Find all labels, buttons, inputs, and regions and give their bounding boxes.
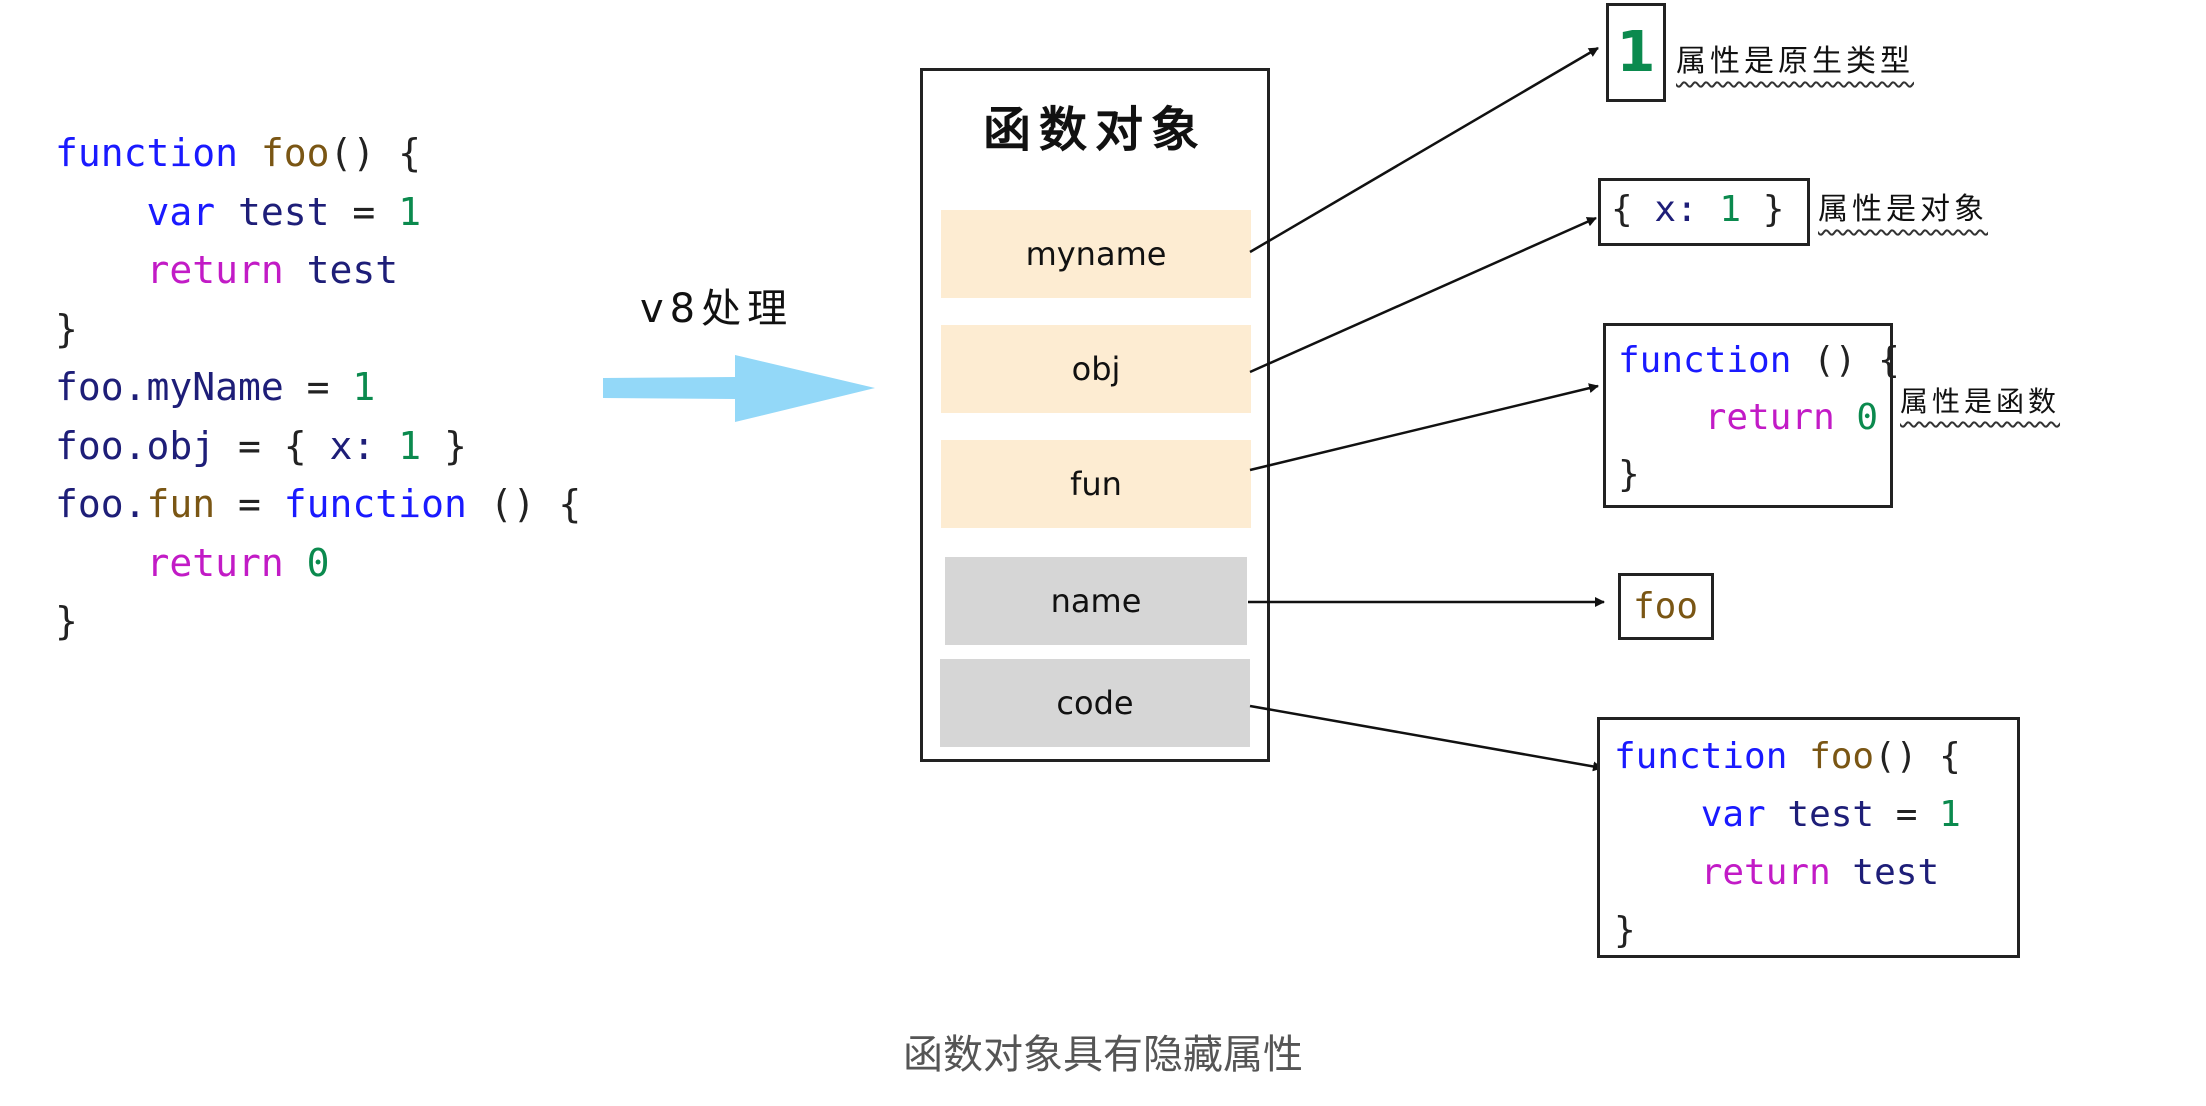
code-token: foo [260, 131, 330, 175]
code-line: } [55, 300, 581, 359]
code-token: 1 [398, 189, 422, 234]
code-token: foo [1809, 736, 1875, 777]
code-token: test [238, 189, 330, 234]
code-line: return test [55, 241, 581, 300]
source-code-block: function foo() { var test = 1 return tes… [55, 124, 581, 651]
code-token: foo.obj [55, 423, 216, 468]
property-obj: obj [941, 325, 1251, 413]
value-box-code: function foo() { var test = 1 return tes… [1597, 717, 2020, 958]
code-line: return 0 [1618, 389, 1890, 446]
link-code-arrow [1249, 704, 1603, 772]
code-line: function foo() { [1614, 728, 2017, 786]
code-line: var test = 1 [55, 183, 581, 242]
code-token: } [55, 306, 78, 351]
label-function-type: 属性是函数 [1900, 385, 2061, 418]
code-token: test [1852, 852, 1940, 893]
code-token [1614, 852, 1701, 893]
figure-caption: 函数对象具有隐藏属性 [903, 1032, 1303, 1078]
code-token: 1 [352, 365, 376, 409]
code-token: function [283, 482, 467, 526]
function-object-title: 函数对象 [982, 102, 1207, 158]
code-token: fun [146, 482, 216, 526]
code-line: 1 [1617, 20, 1656, 85]
value-box-name: foo [1618, 573, 1714, 640]
code-line: foo.fun = function () { [55, 475, 581, 534]
code-line: function () { [1618, 332, 1900, 389]
property-label: myname [1025, 235, 1167, 273]
code-line: foo.myName = 1 [55, 358, 581, 417]
code-token: return [146, 248, 307, 292]
value-box-obj: { x: 1 } [1598, 178, 1810, 246]
code-token: = [1874, 794, 1940, 835]
code-line: { x: 1 } [1611, 189, 1807, 230]
code-line: return test [1614, 844, 2017, 902]
code-token: var [146, 189, 239, 234]
code-token [1614, 794, 1701, 835]
code-line: } [55, 592, 581, 651]
property-label: obj [1071, 350, 1121, 388]
code-token [1698, 189, 1720, 230]
code-token: } [1741, 189, 1785, 230]
property-name: name [945, 557, 1247, 645]
code-token: test [1787, 794, 1875, 835]
code-token: 1 [1939, 794, 1961, 835]
code-token: x: [329, 423, 376, 468]
code-line: } [1618, 446, 1890, 503]
code-line: var test = 1 [1614, 786, 2017, 844]
code-token: () { [1874, 736, 1961, 777]
code-token: var [1700, 794, 1788, 835]
label-object-type: 属性是对象 [1818, 192, 1988, 227]
code-token: 1 [398, 423, 422, 468]
link-obj-arrow [1249, 216, 1597, 374]
code-token: () { [1791, 340, 1900, 381]
code-token: 0 [306, 540, 330, 585]
code-token: function [55, 131, 261, 175]
code-token: return [1704, 397, 1857, 438]
link-myname-arrow [1249, 46, 1599, 254]
property-label: fun [1070, 465, 1122, 503]
property-label: code [1056, 684, 1134, 722]
code-token: 0 [1856, 397, 1879, 438]
code-token: = [329, 189, 399, 234]
code-token: 1 [1719, 189, 1742, 230]
code-token: } [1614, 910, 1636, 951]
property-code: code [940, 659, 1250, 747]
code-token: foo. [55, 482, 147, 526]
code-token: } [421, 423, 467, 468]
property-myname: myname [941, 210, 1251, 298]
code-token: = { [215, 423, 330, 468]
property-label: name [1050, 582, 1142, 620]
code-token: function [1618, 340, 1792, 381]
code-token: () { [466, 482, 582, 526]
code-token: function [1614, 736, 1810, 777]
code-token: = [215, 482, 284, 526]
code-line: foo [1633, 586, 1711, 627]
code-token: () { [329, 131, 422, 175]
link-fun-arrow [1249, 383, 1599, 472]
v8-arrow-icon [603, 355, 875, 422]
code-line: return 0 [55, 534, 581, 593]
property-fun: fun [941, 440, 1251, 528]
code-line: function foo() { [55, 124, 581, 183]
code-token: return [146, 540, 307, 585]
code-token: 1 [1616, 20, 1656, 85]
code-token: foo.myName [55, 365, 284, 409]
label-primitive-type: 属性是原生类型 [1676, 44, 1914, 79]
code-token: foo [1633, 586, 1699, 627]
v8-process-label: v8处理 [640, 286, 794, 332]
code-token: x: [1654, 189, 1698, 230]
code-line: } [1614, 902, 2017, 960]
value-box-myname: 1 [1606, 3, 1666, 102]
code-token: return [1700, 852, 1853, 893]
function-object-box [920, 68, 1270, 762]
code-token: = [283, 365, 353, 409]
code-token: } [1618, 454, 1640, 495]
code-token: { [1611, 189, 1655, 230]
code-line: foo.obj = { x: 1 } [55, 417, 581, 476]
value-box-fun: function () { return 0} [1603, 323, 1900, 508]
code-token: test [306, 248, 399, 292]
code-token: } [55, 599, 78, 643]
code-token [1618, 397, 1705, 438]
